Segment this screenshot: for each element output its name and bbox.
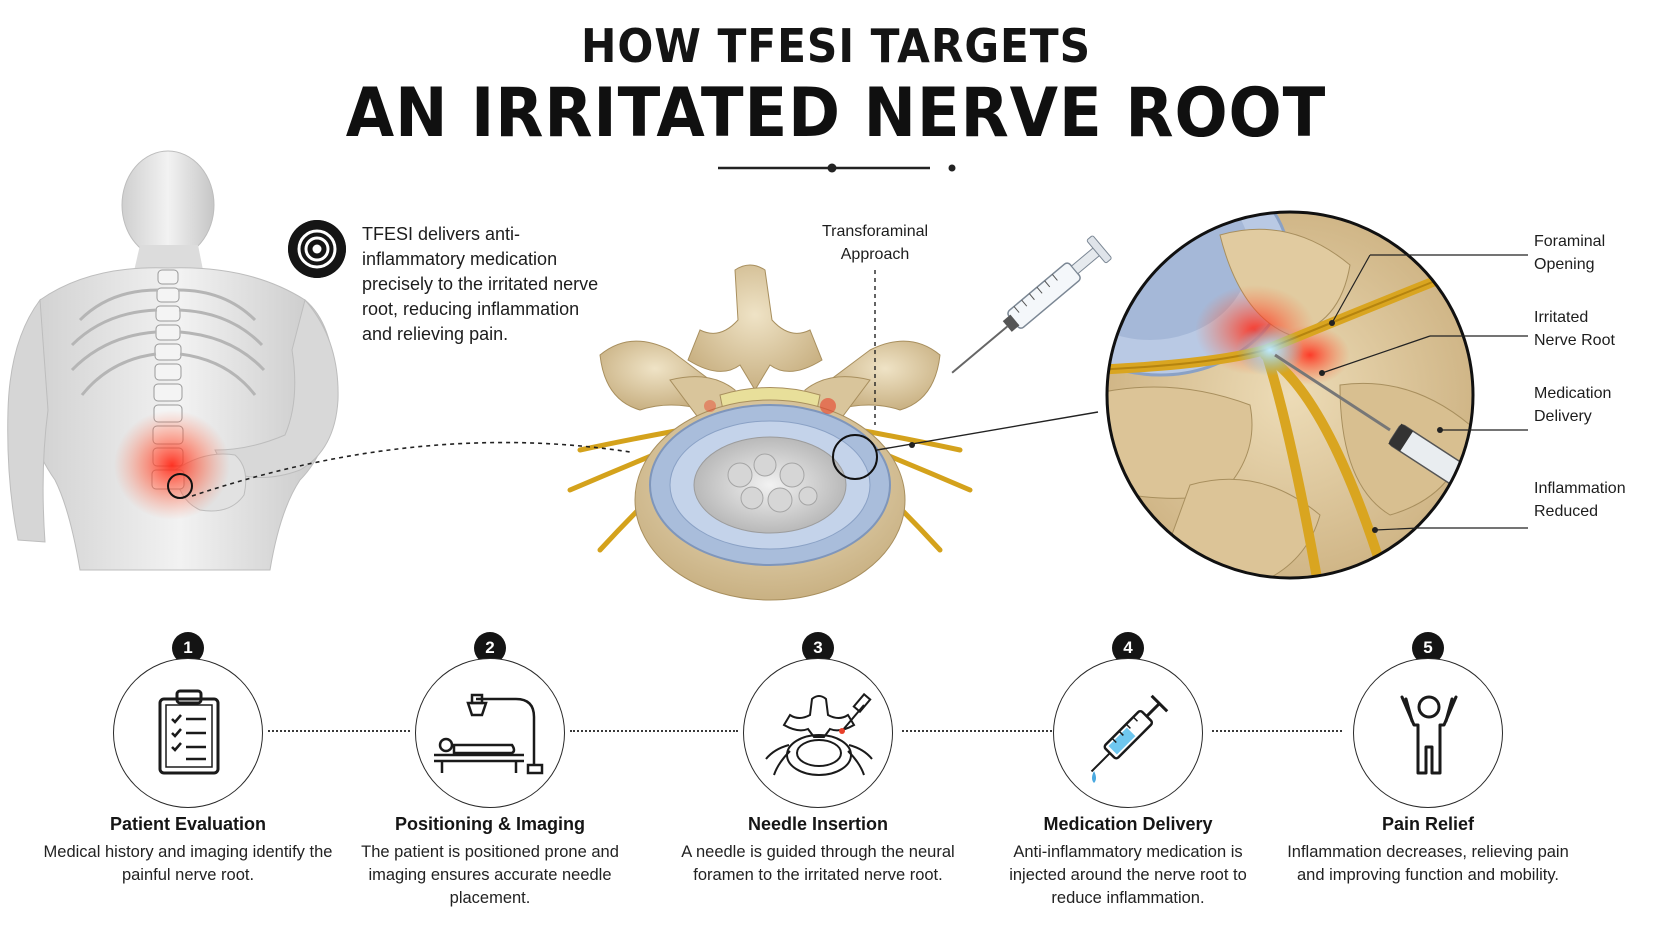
title-divider [718,163,956,173]
step-connector [902,730,1052,732]
title-line-1: HOW TFESI TARGETS [580,19,1091,73]
step-title: Patient Evaluation [109,814,267,834]
syringe-icon [1090,694,1169,783]
imaging-table-icon [434,693,544,775]
step-description: The patient is positioned prone and imag… [361,843,619,907]
intro-text: TFESI delivers anti-inflammatory medicat… [362,224,599,344]
step-connector [570,730,738,732]
title-line-2: AN IRRITATED NERVE ROOT [345,74,1327,153]
approach-label-line-2: Approach [840,246,910,263]
step-title: Pain Relief [1381,814,1475,834]
step-icon-circle [415,658,565,808]
clipboard-icon [158,689,220,775]
step-icon-circle [1053,658,1203,808]
approach-label: Transforaminal Approach [800,220,950,266]
approach-label-line-1: Transforaminal [821,223,929,240]
step-icon-circle [743,658,893,808]
callout-medication-delivery: Medication Delivery [1534,385,1612,425]
step-description: Anti-inflammatory medication is injected… [1009,843,1247,907]
step-title: Positioning & Imaging [395,814,585,834]
syringe-illustration [951,235,1112,374]
person-raised-arms-icon [1400,695,1458,775]
step-icon-circle [1353,658,1503,808]
step-connector [268,730,410,732]
vertebra-cross-section [567,264,973,601]
page-title: HOW TFESI TARGETS AN IRRITATED NERVE ROO… [0,18,1672,154]
step-description: Inflammation decreases, relieving pain a… [1287,843,1569,884]
vertebra-needle-icon [765,692,873,776]
callout-inflammation-reduced: Inflammation Reduced [1534,480,1626,520]
back-pain-figure [7,150,339,571]
callout-foraminal-opening: Foraminal Opening [1534,233,1606,273]
step-description: Medical history and imaging identify the… [43,843,333,884]
step-icon-circle [113,658,263,808]
nerve-root-closeup [1105,210,1475,580]
step-description: A needle is guided through the neural fo… [681,843,955,884]
callout-irritated-nerve-root: Irritated Nerve Root [1534,309,1615,349]
step-connector [1212,730,1342,732]
target-icon [288,220,346,278]
step-title: Medication Delivery [1043,814,1213,834]
step-title: Needle Insertion [747,814,889,834]
